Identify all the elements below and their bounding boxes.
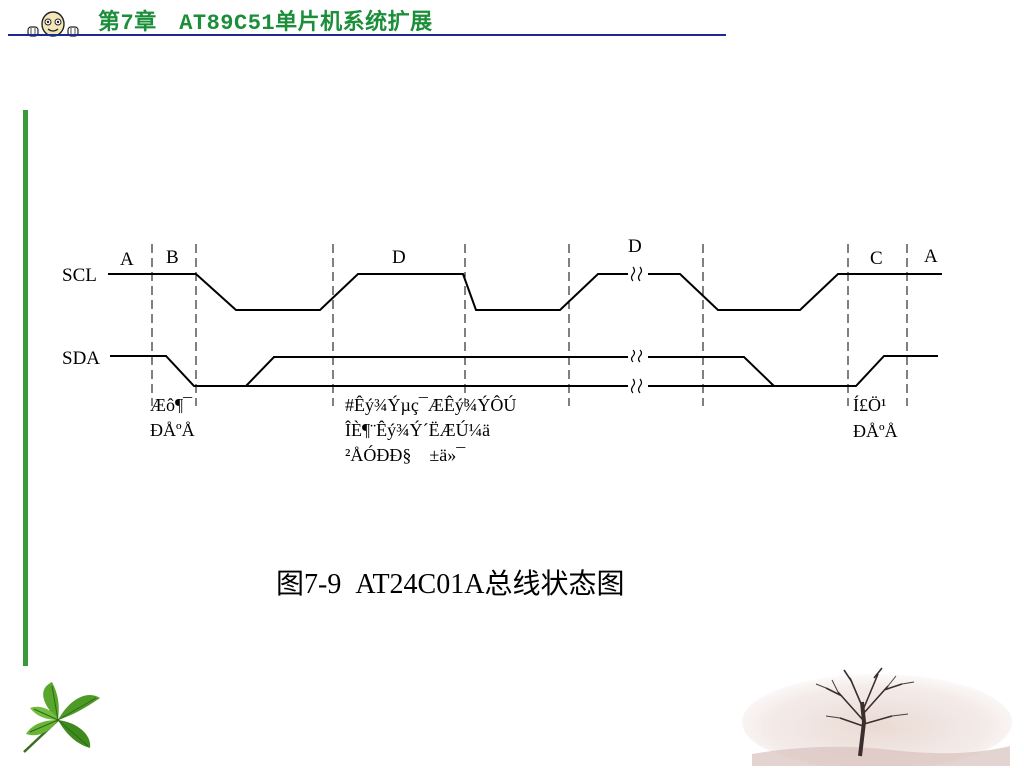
- phase-label-a-right: A: [924, 246, 938, 267]
- note-start-line1: Æô¶¯: [150, 395, 193, 415]
- phase-label-b: B: [166, 247, 179, 268]
- sda-waveform-high: [245, 356, 775, 387]
- sda-label: SDA: [62, 348, 100, 369]
- header-rule: [8, 34, 726, 36]
- scl-break-mark: [628, 266, 648, 282]
- sda-break-mark: [628, 349, 648, 394]
- leaf-icon: [23, 682, 100, 753]
- scl-waveform: [108, 273, 942, 311]
- mascot-icon: [27, 11, 79, 37]
- note-stop-line2: ÐÅºÅ: [853, 421, 898, 441]
- figure-caption: 图7-9 AT24C01A总线状态图: [276, 569, 625, 600]
- scl-label: SCL: [62, 265, 97, 286]
- phase-label-c: C: [870, 248, 883, 269]
- sda-waveform-start: [110, 355, 246, 387]
- note-stop-line1: Í£Ö¹: [853, 394, 886, 415]
- phase-label-a-left: A: [120, 249, 134, 270]
- note-data-line2: ÎÈ¶¨Êý¾Ý´ËÆÚ¼ä: [345, 419, 490, 440]
- slide-title: 第7章 AT89C51单片机系统扩展: [98, 11, 433, 36]
- left-accent-bar: [23, 110, 28, 666]
- note-data-line3: ²ÅÓÐÐ§ ±ä»¯: [345, 444, 466, 465]
- phase-dividers: [151, 244, 908, 406]
- note-data-line1: #Êý¾Ýµç¯ÆÊý¾ÝÔÚ: [345, 394, 516, 415]
- tree-photo: [742, 667, 1012, 766]
- timing-diagram: SCL SDA A B D D C A Æô¶¯ ÐÅºÅ #Êý¾Ýµç¯ÆÊ…: [62, 236, 942, 465]
- sda-waveform-low: [246, 355, 938, 387]
- phase-label-d-second: D: [628, 236, 642, 257]
- phase-label-d-first: D: [392, 247, 406, 268]
- note-start-line2: ÐÅºÅ: [150, 420, 195, 440]
